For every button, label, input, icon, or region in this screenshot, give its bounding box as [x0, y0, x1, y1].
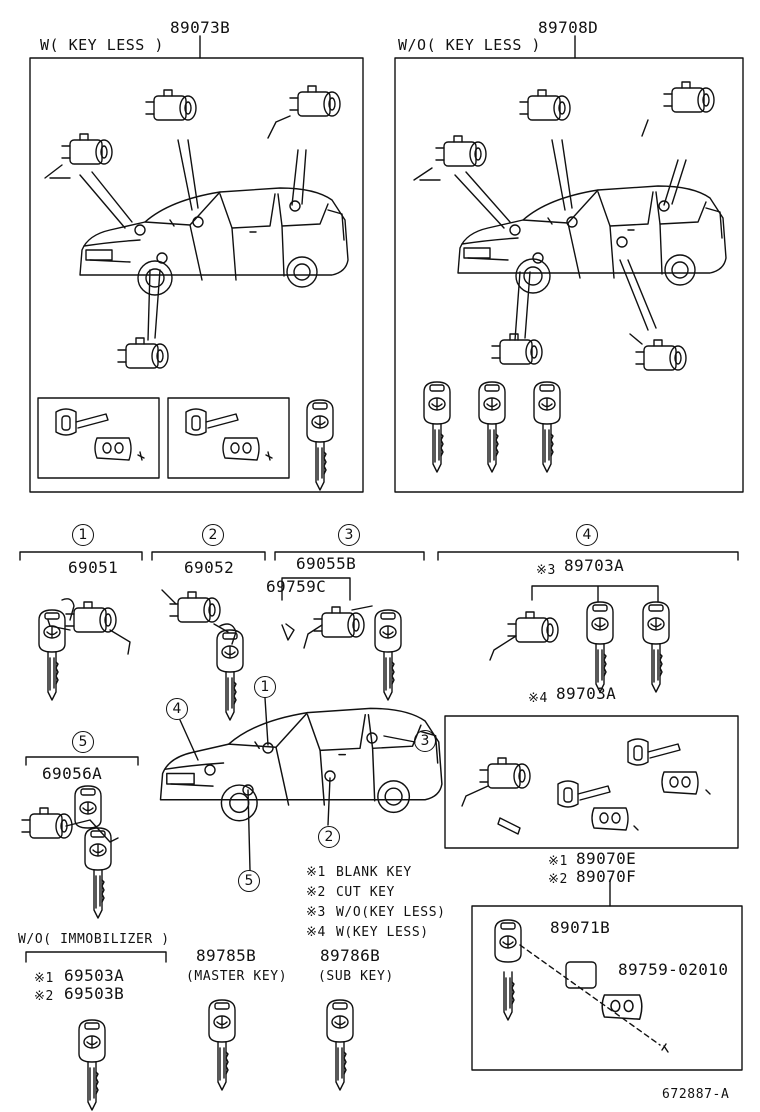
callout-3-marker: 3: [338, 524, 360, 546]
callout-1-part-number: 69051: [68, 558, 119, 577]
car-location-1: 1: [254, 676, 276, 698]
blank-key-part-1: 89070E: [576, 849, 637, 868]
callout-5-marker: 5: [72, 731, 94, 753]
callout-3-part-number: 69055B: [296, 554, 357, 573]
w-keyless-part-number: 89073B: [170, 18, 231, 37]
transmitter-case-part-number: 89071B: [550, 918, 611, 937]
legend-text-2: CUT KEY: [336, 885, 395, 900]
callout-2-part-number: 69052: [184, 558, 235, 577]
car-location-4: 4: [166, 698, 188, 720]
immobilizer-mark-2: ※2: [34, 989, 54, 1004]
immobilizer-mark-1: ※1: [34, 971, 54, 986]
sub-key-part-number: 89786B: [320, 946, 381, 965]
transmitter-screw-part-number: 89759-02010: [618, 960, 729, 979]
w-keyless-label: W( KEY LESS ): [40, 36, 164, 54]
blank-key-part-2: 89070F: [576, 867, 637, 886]
legend-text-4: W(KEY LESS): [336, 925, 429, 940]
callout-4-note-4-mark: ※4: [528, 691, 548, 706]
master-key-part-number: 89785B: [196, 946, 257, 965]
legend-text-3: W/O(KEY LESS): [336, 905, 446, 920]
callout-4-marker: 4: [576, 524, 598, 546]
immobilizer-part-1: 69503A: [64, 966, 125, 985]
blank-key-mark-1: ※1: [548, 854, 568, 869]
master-key-label: (MASTER KEY): [186, 969, 288, 984]
legend-mark-3: ※3: [306, 905, 326, 920]
callout-3-sub-part-number: 69759C: [266, 577, 327, 596]
sub-key-label: (SUB KEY): [318, 969, 394, 984]
car-location-3: 3: [414, 730, 436, 752]
callout-5-part-number: 69056A: [42, 764, 103, 783]
car-location-2: 2: [318, 826, 340, 848]
legend-mark-2: ※2: [306, 885, 326, 900]
legend-mark-1: ※1: [306, 865, 326, 880]
immobilizer-part-2: 69503B: [64, 984, 125, 1003]
wo-keyless-label: W/O( KEY LESS ): [398, 36, 541, 54]
callout-2-marker: 2: [202, 524, 224, 546]
blank-key-mark-2: ※2: [548, 872, 568, 887]
immobilizer-label: W/O( IMMOBILIZER ): [18, 932, 170, 947]
callout-4-part-number-4: 89703A: [556, 684, 617, 703]
callout-1-marker: 1: [72, 524, 94, 546]
wo-keyless-part-number: 89708D: [538, 18, 599, 37]
figure-id: 672887-A: [662, 1087, 730, 1102]
legend-mark-4: ※4: [306, 925, 326, 940]
callout-4-part-number-3: 89703A: [564, 556, 625, 575]
callout-4-note-3-mark: ※3: [536, 563, 556, 578]
legend-text-1: BLANK KEY: [336, 865, 412, 880]
door-lock-cylinder-drawing: [44, 133, 113, 179]
car-location-5: 5: [238, 870, 260, 892]
